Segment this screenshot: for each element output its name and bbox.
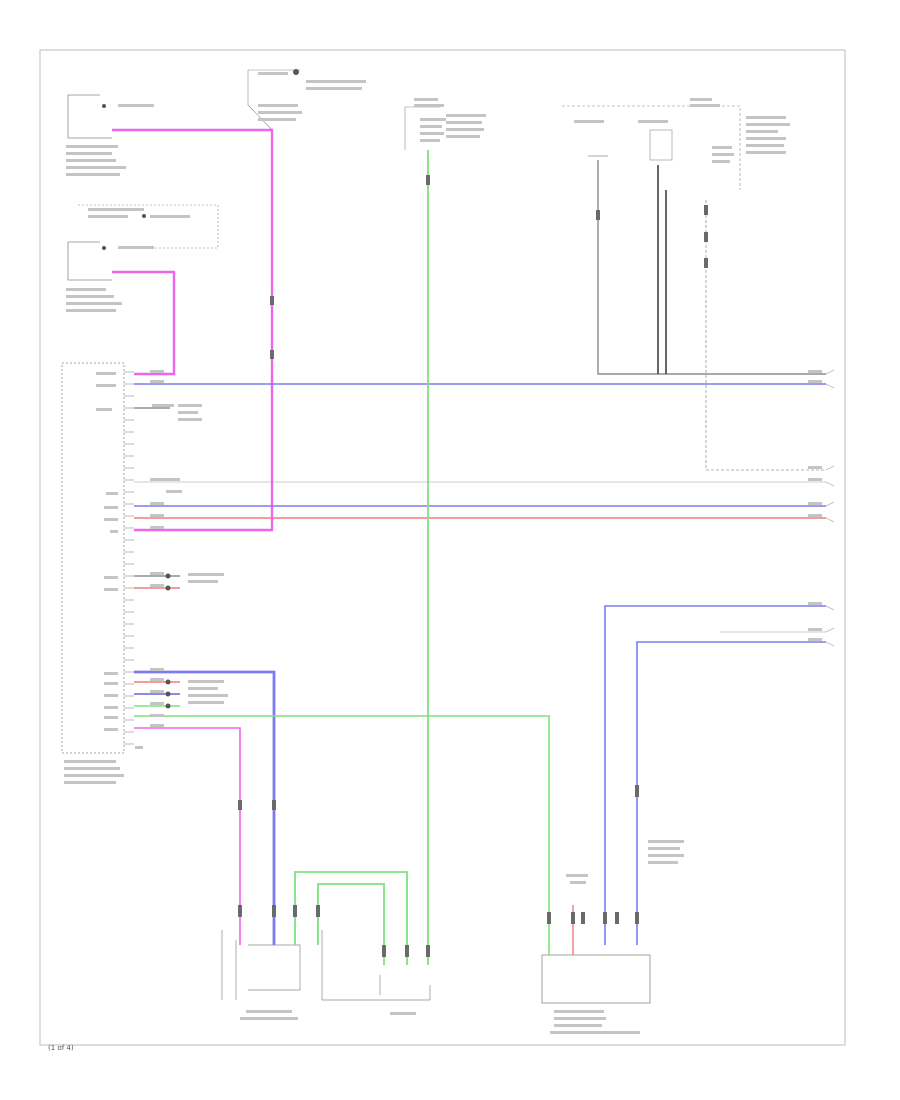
wire-blue-672 xyxy=(134,670,276,945)
ecu-pin-stubs xyxy=(124,371,134,745)
diagram-frame xyxy=(39,49,846,1046)
headlight-assembly-left xyxy=(221,930,301,1000)
wire-green-716 xyxy=(134,715,550,955)
illegible-label-blocks xyxy=(64,72,822,1034)
wire-green-bottom-inner xyxy=(317,883,385,965)
wire-pink-top xyxy=(112,128,274,532)
right-terminal-ticks xyxy=(825,369,835,647)
top-left-component xyxy=(67,94,112,139)
wire-gray-right-1 xyxy=(597,160,826,375)
right-bottom-component xyxy=(541,954,651,1004)
mid-left-bracket xyxy=(78,204,219,249)
top-connector-bracket xyxy=(247,69,300,105)
wire-blue-right-lower xyxy=(636,641,826,945)
ground-dots xyxy=(102,69,299,709)
wire-green-bottom-outer xyxy=(294,871,408,965)
footer-label: (1 of 4) xyxy=(48,1044,74,1052)
wire-gray-right-4 xyxy=(705,200,826,471)
center-top-component xyxy=(404,106,440,150)
wire-gray-top-connector xyxy=(247,104,273,131)
wire-blue-right-upper xyxy=(604,605,826,945)
wire-pink-mid xyxy=(112,270,176,376)
wire-pink-bottom xyxy=(134,727,241,945)
right-top-component xyxy=(562,105,741,190)
mid-left-component xyxy=(67,241,112,281)
ecu-box xyxy=(61,362,125,754)
center-bottom-component xyxy=(321,930,431,1001)
right-top-relay xyxy=(649,129,673,161)
connector-marks xyxy=(238,175,708,957)
